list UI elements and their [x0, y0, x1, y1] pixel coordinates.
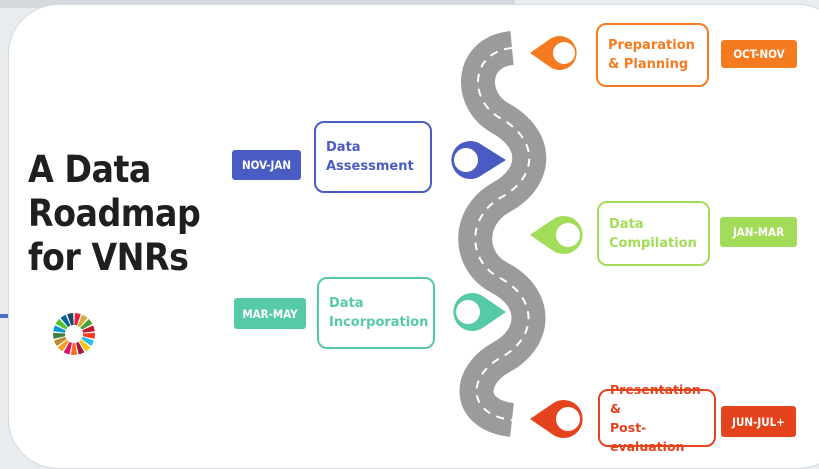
- sdg-wheel-segment: [82, 332, 95, 339]
- sdg-wheel-segment: [60, 314, 71, 328]
- stage-1-label: Preparation & Planning: [608, 38, 695, 72]
- stage-5-box: Presentation & Post-evaluation: [598, 382, 716, 454]
- sdg-wheel-segment: [54, 336, 67, 346]
- sdg-wheel-segment: [82, 325, 95, 333]
- sdg-wheel-segment: [70, 342, 78, 355]
- sdg-wheel-segment: [57, 339, 69, 352]
- stage-2-pin: [451, 141, 506, 179]
- stage-1-box: Preparation & Planning: [596, 23, 709, 87]
- stage-1-pin: [530, 36, 577, 70]
- sdg-wheel-segment: [74, 313, 81, 326]
- stage-4-pin: [453, 293, 506, 331]
- sdg-wheel-segment: [77, 314, 88, 328]
- stage-3-period: JAN-MAR: [720, 217, 797, 247]
- sdg-wheel-segment: [79, 339, 91, 352]
- sdg-wheel-segment: [80, 319, 93, 330]
- stage-4-label: Data Incorporation: [329, 296, 429, 330]
- sdg-wheel-icon: [53, 313, 95, 355]
- title-line-1: A Data: [28, 148, 151, 191]
- page-title: A Data Roadmap for VNRs: [28, 148, 201, 280]
- stage-2-label: Data Assessment: [326, 140, 414, 174]
- stage-4-period: MAR-MAY: [234, 298, 306, 329]
- sdg-wheel-segment: [63, 341, 72, 355]
- stage-3-box: Data Compilation: [597, 201, 710, 266]
- stage-1-period: OCT-NOV: [721, 40, 797, 68]
- sdg-wheel-segment: [81, 336, 94, 346]
- sdg-wheel-segment: [67, 313, 74, 326]
- sdg-wheel-segment: [55, 319, 68, 330]
- stage-3-pin: [530, 216, 583, 254]
- stage-2-period: NOV-JAN: [232, 150, 301, 180]
- stage-2-box: Data Assessment: [314, 121, 432, 193]
- sdg-wheel-segment: [76, 341, 85, 355]
- stage-5-period: JUN-JUL+: [721, 406, 796, 437]
- title-line-2: Roadmap: [28, 192, 201, 235]
- title-line-3: for VNRs: [28, 236, 189, 279]
- stage-3-label: Data Compilation: [609, 216, 697, 251]
- sdg-wheel-segment: [53, 325, 66, 333]
- stage-5-label: Presentation & Post-evaluation: [610, 382, 701, 454]
- sdg-wheel-segment: [53, 332, 66, 339]
- stage-4-box: Data Incorporation: [317, 277, 435, 349]
- stage-5-pin: [530, 400, 583, 438]
